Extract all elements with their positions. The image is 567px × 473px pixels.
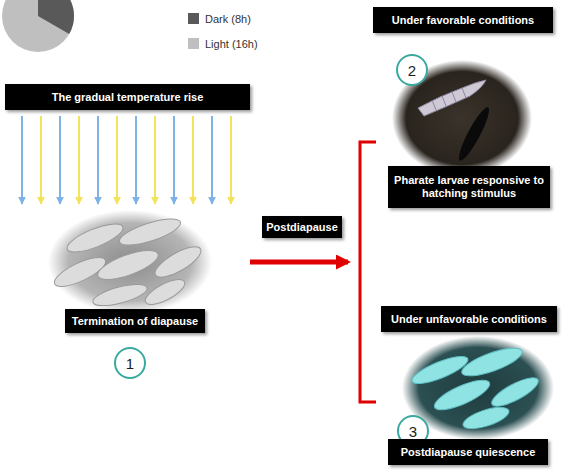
circle-shape: [397, 55, 427, 85]
circle-shape: [115, 348, 145, 378]
light-arrow: [21, 116, 23, 204]
label-box: Postdiapause: [262, 216, 342, 238]
light-arrow: [192, 116, 194, 204]
light-arrow: [154, 116, 156, 204]
light-arrow: [230, 116, 232, 204]
callout-number: 1: [126, 355, 134, 372]
branch-bracket: [360, 142, 376, 402]
dark-slice: [38, 0, 74, 34]
light-arrow: [59, 116, 61, 204]
label-box: The gradual temperature rise: [5, 84, 250, 110]
light-arrow: [173, 116, 175, 204]
legend-text: Dark (8h): [205, 13, 251, 25]
light-arrow: [135, 116, 137, 204]
light-arrow: [40, 116, 42, 204]
transition-arrow: [250, 260, 348, 265]
label-box: Under unfavorable conditions: [381, 306, 557, 332]
light-arrows: [22, 116, 231, 204]
label-box: Termination of diapause: [65, 309, 205, 333]
light-arrow: [116, 116, 118, 204]
legend-item: Light (16h): [188, 31, 258, 56]
box-text: The gradual temperature rise: [52, 91, 204, 104]
legend-swatch: [188, 38, 199, 49]
callout-circle: 1: [113, 346, 147, 380]
box-text: Pharate larvae responsive to hatching st…: [392, 174, 546, 200]
legend: Dark (8h) Light (16h): [188, 6, 258, 56]
eggs-illustration: [48, 210, 212, 314]
light-arrow: [78, 116, 80, 204]
callout-number: 2: [408, 62, 416, 79]
legend-item: Dark (8h): [188, 6, 258, 31]
legend-swatch: [188, 13, 199, 24]
callout-circle: 2: [395, 53, 429, 87]
label-box: Pharate larvae responsive to hatching st…: [388, 166, 550, 208]
box-text: Postdiapause: [266, 221, 338, 234]
label-box: Under favorable conditions: [373, 7, 553, 33]
box-text: Postdiapause quiescence: [401, 446, 536, 459]
legend-text: Light (16h): [205, 38, 258, 50]
photoperiod-pie: [2, 0, 74, 52]
box-text: Termination of diapause: [72, 315, 198, 328]
label-box: Postdiapause quiescence: [388, 439, 548, 465]
larva-illustration: [392, 60, 532, 176]
box-text: Under favorable conditions: [392, 14, 534, 27]
box-text: Under unfavorable conditions: [391, 313, 547, 326]
light-arrow: [211, 116, 213, 204]
callout-number: 3: [409, 423, 417, 440]
light-arrow: [97, 116, 99, 204]
